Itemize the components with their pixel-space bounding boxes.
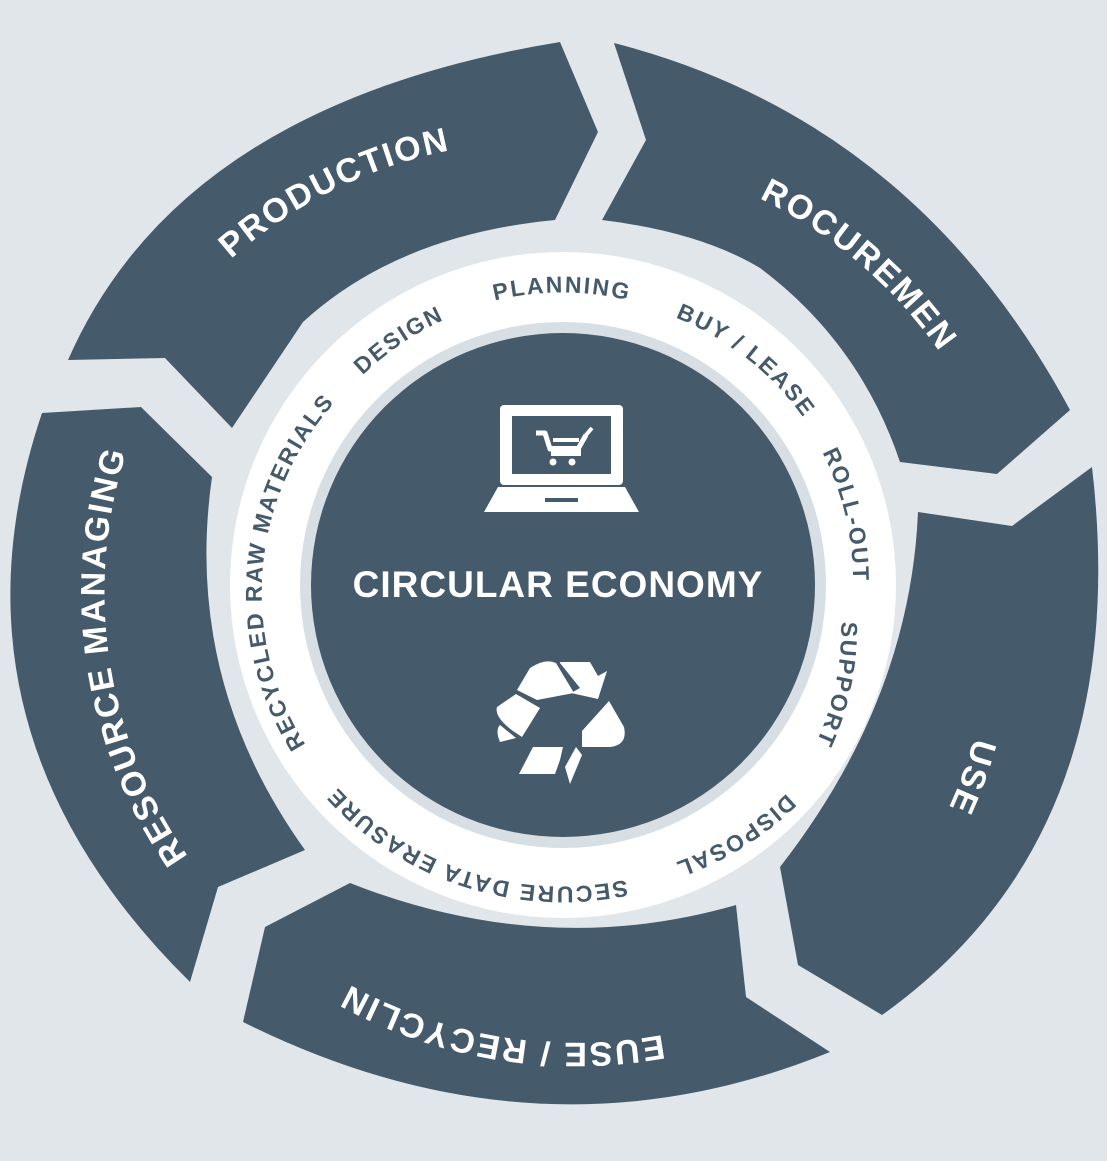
segment-use bbox=[780, 467, 1099, 1015]
center-title: CIRCULAR ECONOMY bbox=[353, 564, 764, 605]
segment-production bbox=[68, 42, 598, 428]
laptop-cart-icon bbox=[484, 405, 639, 512]
center-disc bbox=[311, 333, 815, 837]
segment-resource bbox=[10, 407, 306, 982]
segment-procurement bbox=[602, 43, 1070, 474]
segment-reuse bbox=[243, 883, 830, 1105]
recycle-icon bbox=[496, 661, 625, 784]
